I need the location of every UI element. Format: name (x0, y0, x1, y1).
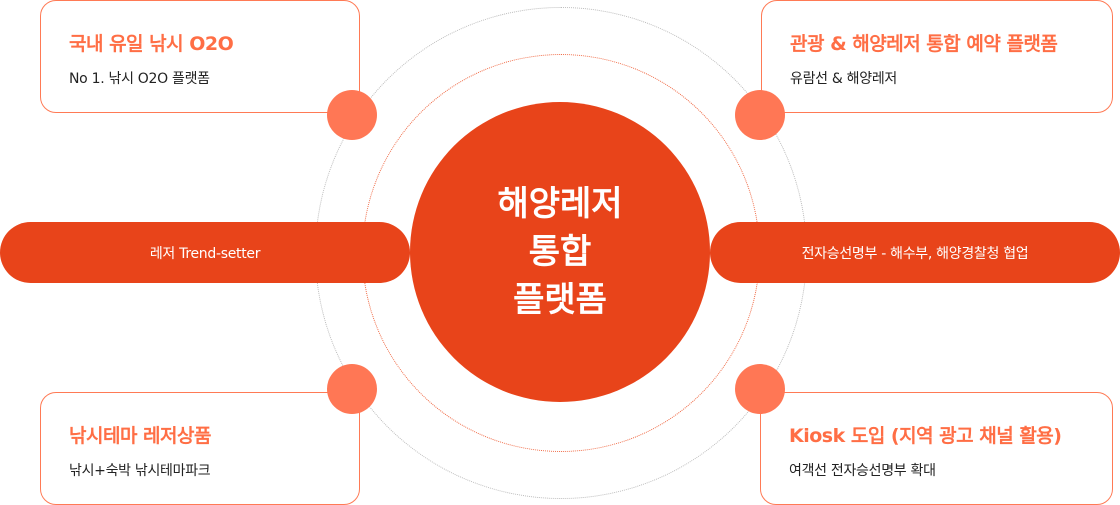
box-subtitle: 유람선 & 해양레저 (790, 71, 897, 87)
center-circle: 해양레저 통합 플랫폼 (410, 102, 710, 402)
feature-box-leisure-products: 낚시테마 레저상품 낚시+숙박 낚시테마파크 (40, 392, 360, 505)
connector-dot (735, 364, 785, 414)
pill-left: 레저 Trend-setter (0, 222, 410, 283)
center-line: 플랫폼 (513, 280, 607, 320)
connector-dot (327, 90, 377, 140)
box-title: 관광 & 해양레저 통합 예약 플랫폼 (790, 33, 1058, 55)
connector-dot (327, 364, 377, 414)
box-title: 낚시테마 레저상품 (69, 425, 211, 447)
feature-box-reservation: 관광 & 해양레저 통합 예약 플랫폼 유람선 & 해양레저 (761, 0, 1113, 113)
feature-box-fishing-o2o: 국내 유일 낚시 O2O No 1. 낚시 O2O 플랫폼 (40, 0, 360, 113)
center-line: 통합 (528, 232, 592, 272)
box-title: 국내 유일 낚시 O2O (69, 33, 234, 55)
box-title: Kiosk 도입 (지역 광고 채널 활용) (789, 425, 1062, 447)
feature-box-kiosk: Kiosk 도입 (지역 광고 채널 활용) 여객선 전자승선명부 확대 (760, 392, 1113, 505)
box-subtitle: 낚시+숙박 낚시테마파크 (69, 463, 211, 479)
box-subtitle: 여객선 전자승선명부 확대 (789, 463, 936, 479)
connector-dot (735, 90, 785, 140)
box-subtitle: No 1. 낚시 O2O 플랫폼 (69, 71, 210, 87)
center-line: 해양레저 (497, 184, 623, 224)
pill-right: 전자승선명부 - 해수부, 해양경찰청 협업 (710, 222, 1120, 283)
